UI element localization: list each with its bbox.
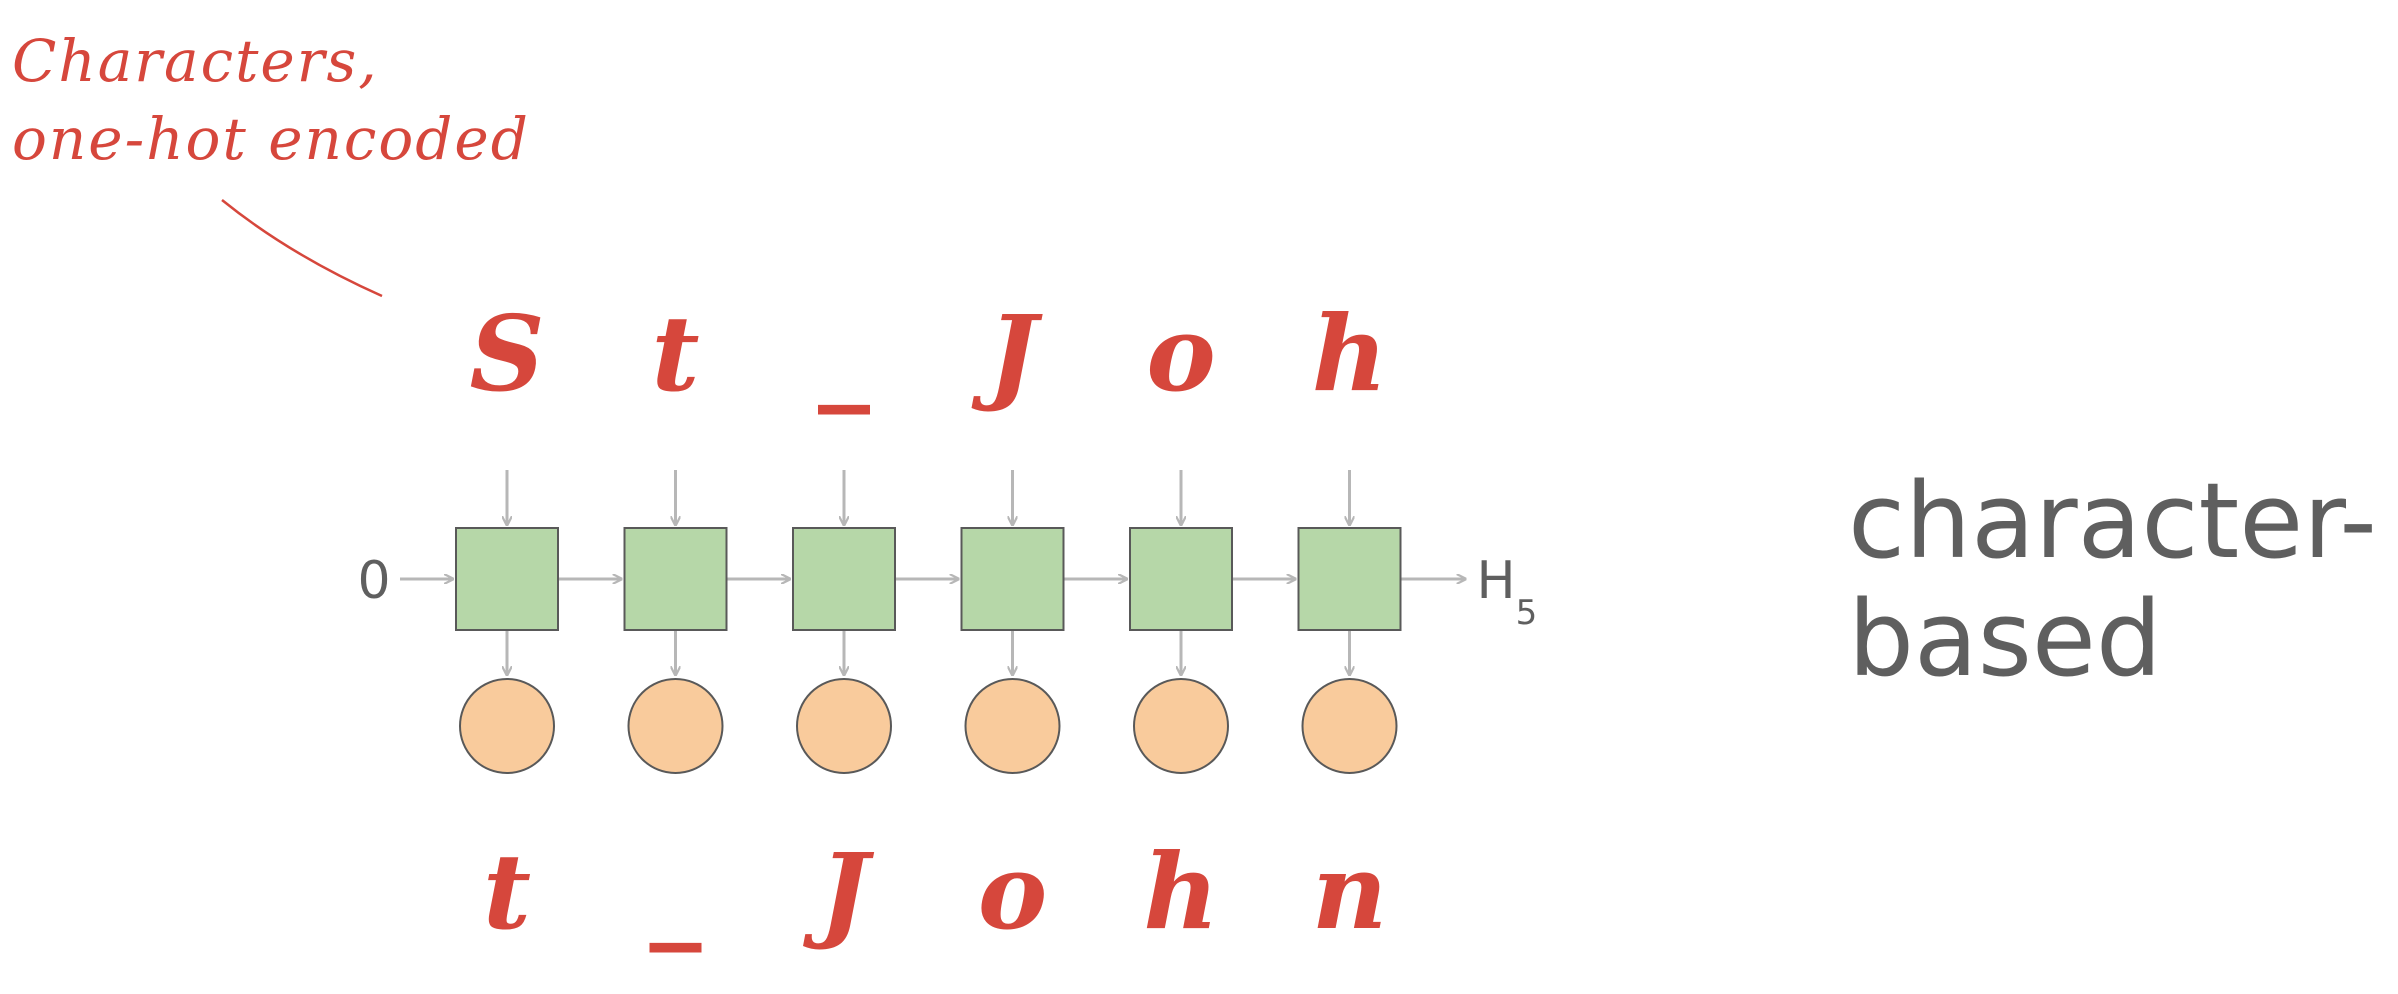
rnn-cell <box>960 527 1065 631</box>
output-char: o <box>978 830 1047 953</box>
output-char: n <box>1312 830 1388 953</box>
output-node <box>964 678 1061 774</box>
input-char: J <box>971 292 1043 415</box>
side-label-line-1: character- <box>1848 460 2377 582</box>
input-char: h <box>1312 292 1388 415</box>
output-char: J <box>802 830 874 953</box>
final-state-label: H5 <box>1477 551 1538 633</box>
callout-line <box>221 199 383 298</box>
annotation-line-2: one-hot encoded <box>12 105 530 173</box>
output-char: _ <box>650 830 702 953</box>
side-label-line-2: based <box>1848 578 2162 700</box>
output-node <box>1301 678 1398 774</box>
input-char: _ <box>818 292 870 415</box>
output-node <box>1133 678 1229 774</box>
annotation-line-1: Characters, <box>12 27 379 95</box>
rnn-cell <box>1129 527 1233 631</box>
output-char: h <box>1143 830 1219 953</box>
annotation: Characters, one-hot encoded <box>12 22 530 178</box>
output-node <box>627 678 724 774</box>
input-char: o <box>1146 292 1215 415</box>
input-char: t <box>651 292 699 415</box>
rnn-cell <box>455 527 559 631</box>
input-char: S <box>469 292 544 415</box>
output-char: t <box>483 830 531 953</box>
side-label: character- based <box>1848 462 2377 698</box>
rnn-cell <box>792 527 896 631</box>
output-node <box>459 678 555 774</box>
output-node <box>796 678 892 774</box>
initial-state-label: 0 <box>357 551 390 611</box>
rnn-cell <box>623 527 728 631</box>
final-state-subscript: 5 <box>1516 593 1538 633</box>
rnn-cell <box>1297 527 1402 631</box>
